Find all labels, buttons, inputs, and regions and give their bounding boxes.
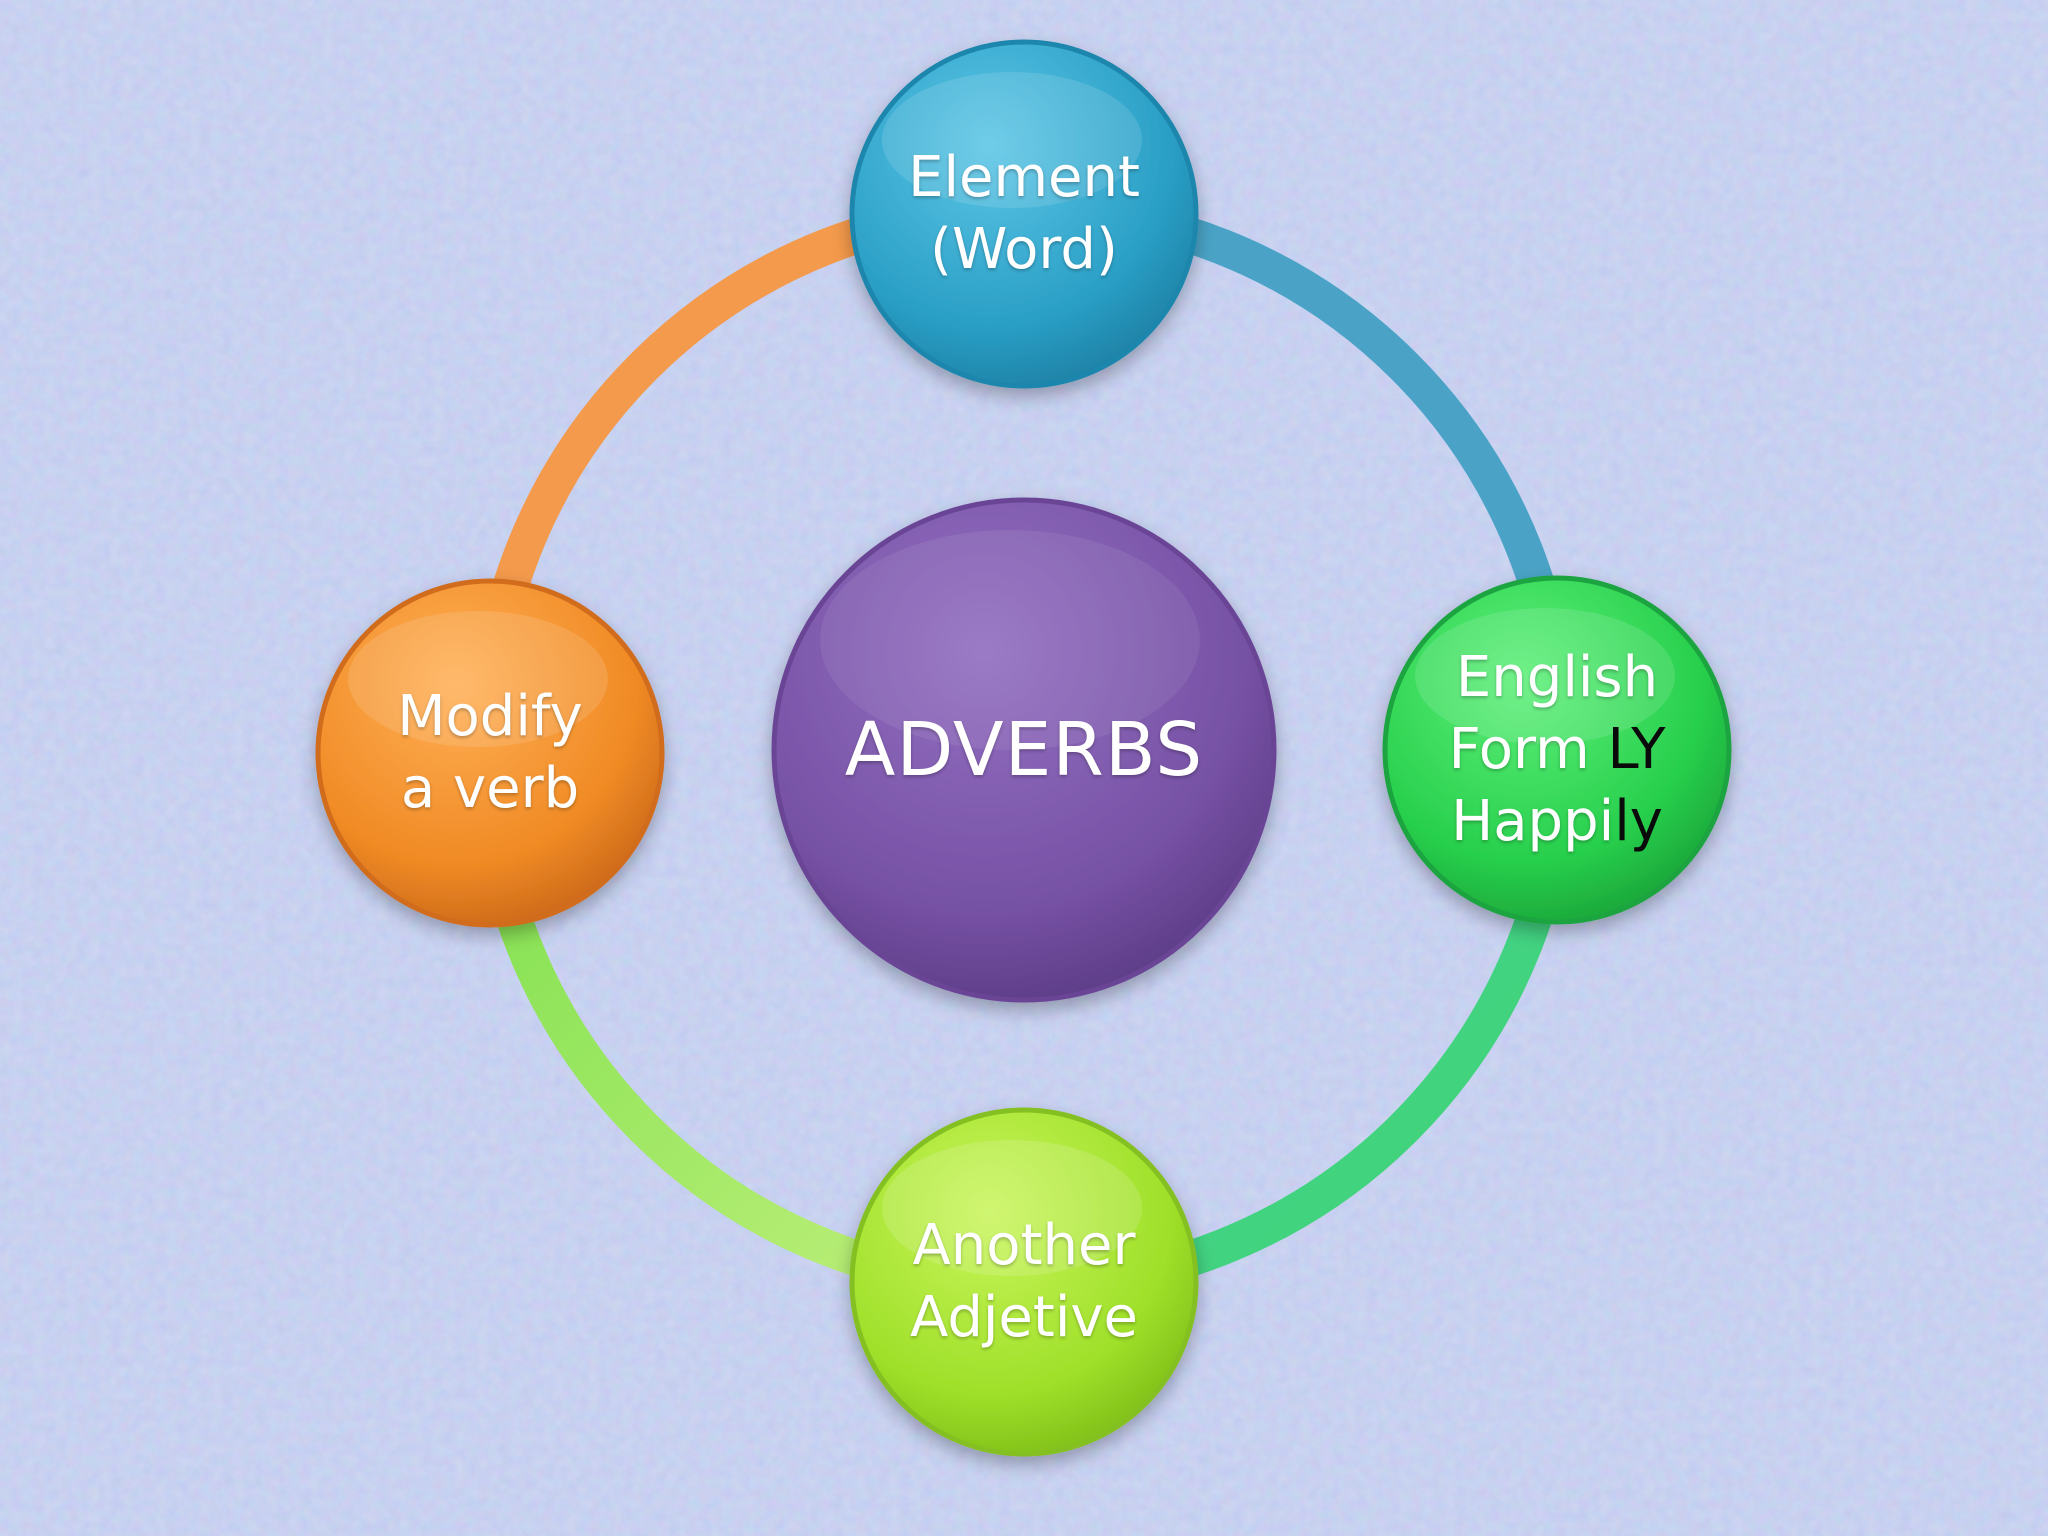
node-left: [315, 578, 665, 928]
node-right: [1382, 575, 1732, 925]
node-bottom: [849, 1107, 1199, 1457]
node-top: [849, 39, 1199, 389]
center-node: [771, 497, 1277, 1003]
